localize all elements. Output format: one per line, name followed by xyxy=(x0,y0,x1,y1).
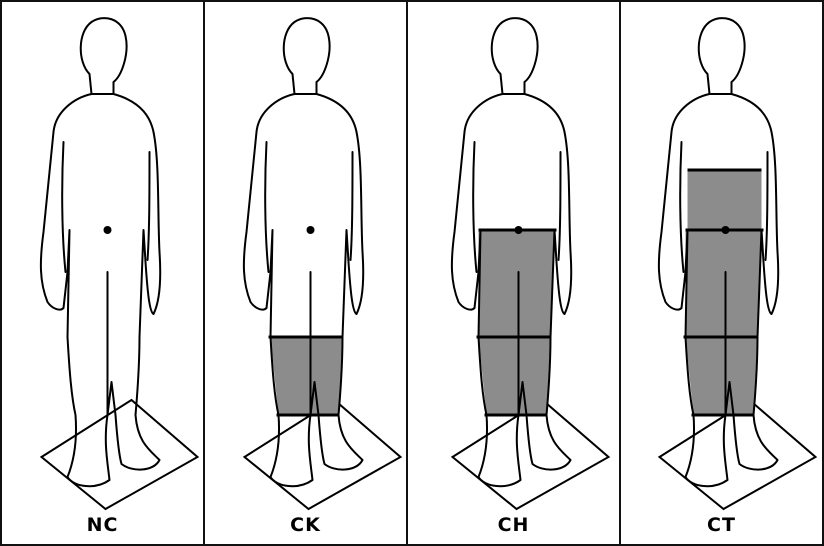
body-figure-nc xyxy=(2,2,205,544)
navel-dot xyxy=(104,226,112,234)
head-outline xyxy=(492,18,538,94)
panel-label-ck: CK xyxy=(205,514,406,536)
right-arm-line xyxy=(766,152,768,260)
shaded-lower-leg xyxy=(271,337,343,415)
body-figure-ct xyxy=(621,2,822,544)
left-arm-line xyxy=(62,142,65,272)
figure-group xyxy=(452,18,609,509)
figure-group xyxy=(244,18,401,509)
figure-group xyxy=(659,18,816,509)
body-figure-ch xyxy=(408,2,621,544)
body-figure-ck xyxy=(205,2,408,544)
head-outline xyxy=(699,18,745,94)
shaded-upper-leg xyxy=(686,230,762,337)
left-arm-line xyxy=(680,142,683,272)
panel-ck: CK xyxy=(205,2,408,544)
shaded-lower-leg xyxy=(686,337,758,415)
panel-ch: CH xyxy=(408,2,621,544)
shaded-torso xyxy=(688,170,762,230)
panel-label-ch: CH xyxy=(408,514,619,536)
panel-nc: NC xyxy=(2,2,205,544)
left-arm-line xyxy=(265,142,268,272)
left-arm-line xyxy=(473,142,476,272)
shaded-upper-leg xyxy=(479,230,555,337)
panel-label-nc: NC xyxy=(2,514,203,536)
figure-group xyxy=(41,18,198,509)
right-arm-line xyxy=(148,152,150,260)
navel-dot xyxy=(307,226,315,234)
head-outline xyxy=(81,18,127,94)
shaded-lower-leg xyxy=(479,337,551,415)
right-arm-line xyxy=(351,152,353,260)
right-arm-line xyxy=(559,152,561,260)
head-outline xyxy=(284,18,330,94)
panel-ct: CT xyxy=(621,2,822,544)
panel-label-ct: CT xyxy=(621,514,822,536)
